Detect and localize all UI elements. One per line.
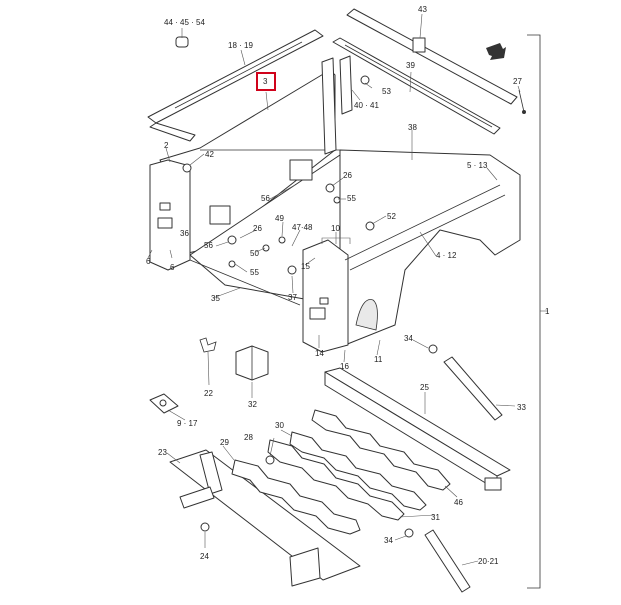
callout-35[interactable]: 35	[211, 294, 220, 303]
callout-44-45-54[interactable]: 44 · 45 · 54	[164, 18, 205, 27]
strap-20-21	[424, 529, 471, 593]
callout-15[interactable]: 15	[301, 262, 310, 271]
callout-37[interactable]: 37	[288, 293, 297, 302]
callout-32[interactable]: 32	[248, 400, 257, 409]
strap-33	[443, 356, 503, 421]
callout-6-left[interactable]: 6	[146, 257, 151, 266]
callout-30[interactable]: 30	[275, 421, 284, 430]
callout-56-upper[interactable]: 56	[261, 194, 270, 203]
cargo-box	[149, 55, 521, 353]
callout-labels: 44 · 45 · 54 18 · 19 43 3 39 53 40 · 41 …	[146, 5, 550, 566]
callout-24[interactable]: 24	[200, 552, 209, 561]
callout-26-upper[interactable]: 26	[343, 171, 352, 180]
callout-49[interactable]: 49	[275, 214, 284, 223]
leader-lines	[147, 13, 521, 566]
callout-33[interactable]: 33	[517, 403, 526, 412]
callout-9-17[interactable]: 9 · 17	[177, 419, 198, 428]
callout-42[interactable]: 42	[205, 150, 214, 159]
cross-member-46	[311, 409, 451, 491]
callout-38[interactable]: 38	[408, 123, 417, 132]
callout-31[interactable]: 31	[431, 513, 440, 522]
callout-46[interactable]: 46	[454, 498, 463, 507]
front-rail-bar	[346, 8, 518, 105]
bolts	[182, 75, 438, 538]
callout-4-12[interactable]: 4 · 12	[436, 251, 457, 260]
callout-20-21[interactable]: 20·21	[478, 557, 499, 566]
callout-43[interactable]: 43	[418, 5, 427, 14]
callout-55-lower[interactable]: 55	[250, 268, 259, 277]
clip-22	[199, 337, 217, 353]
floor-rail-right	[324, 367, 511, 491]
callout-14[interactable]: 14	[315, 349, 324, 358]
callout-40-41[interactable]: 40 · 41	[354, 101, 379, 110]
pin-27	[518, 89, 526, 114]
cross-member-28	[231, 459, 361, 535]
callout-34-upper[interactable]: 34	[404, 334, 413, 343]
cross-member-31	[267, 439, 405, 521]
callout-39[interactable]: 39	[406, 61, 415, 70]
callout-16[interactable]: 16	[340, 362, 349, 371]
front-arrow-icon	[486, 43, 506, 60]
highlight-frame	[256, 72, 276, 91]
floor-rail-left	[169, 449, 361, 587]
callout-23[interactable]: 23	[158, 448, 167, 457]
callout-55-upper[interactable]: 55	[347, 194, 356, 203]
top-rail-left	[147, 29, 324, 142]
callout-2[interactable]: 2	[164, 141, 169, 150]
callout-53[interactable]: 53	[382, 87, 391, 96]
callout-29[interactable]: 29	[220, 438, 229, 447]
callout-50[interactable]: 50	[250, 249, 259, 258]
callout-25[interactable]: 25	[420, 383, 429, 392]
top-rail-right	[332, 37, 501, 135]
callout-34-lower[interactable]: 34	[384, 536, 393, 545]
callout-5-13[interactable]: 5 · 13	[467, 161, 488, 170]
callout-18-19[interactable]: 18 · 19	[228, 41, 253, 50]
callout-22[interactable]: 22	[204, 389, 213, 398]
clip-9-17	[149, 393, 179, 414]
callout-6-right[interactable]: 6	[170, 263, 175, 272]
callout-11[interactable]: 11	[374, 355, 383, 364]
callout-36[interactable]: 36	[180, 229, 189, 238]
callout-28[interactable]: 28	[244, 433, 253, 442]
callout-56-lower[interactable]: 56	[204, 241, 213, 250]
callout-3[interactable]: 3	[263, 77, 268, 86]
callout-1[interactable]: 1	[545, 307, 550, 316]
bracket-32	[235, 345, 269, 381]
callout-47-48[interactable]: 47·48	[292, 223, 313, 232]
callout-27[interactable]: 27	[513, 77, 522, 86]
callout-52[interactable]: 52	[387, 212, 396, 221]
callout-10[interactable]: 10	[331, 224, 340, 233]
assembly-bracket	[527, 34, 548, 589]
cap-44-45-54	[175, 36, 189, 48]
callout-26-lower[interactable]: 26	[253, 224, 262, 233]
cross-member-30	[289, 431, 427, 511]
